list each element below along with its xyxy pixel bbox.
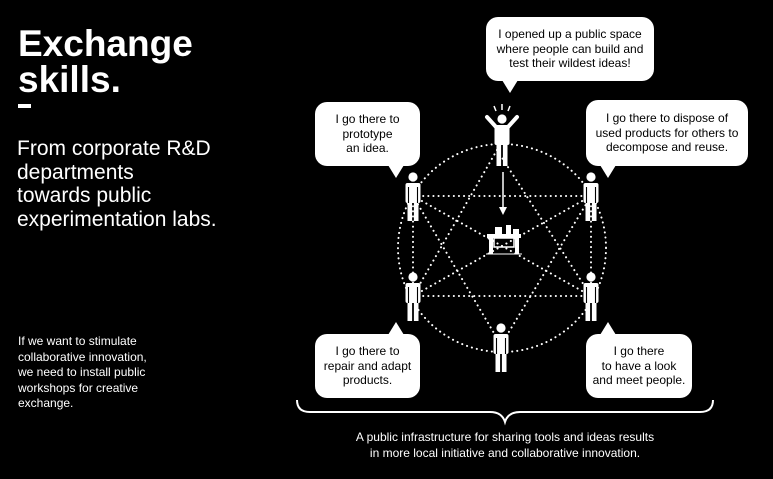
separator-dash xyxy=(18,104,31,108)
caption: A public infrastructure for sharing tool… xyxy=(300,430,710,461)
curly-brace-icon xyxy=(296,399,714,426)
bubble-text: prototype xyxy=(342,126,393,141)
bubble-text: test their wildest ideas! xyxy=(509,56,631,71)
person-icon xyxy=(582,272,600,322)
title-line-1: Exchange xyxy=(18,23,193,64)
bubble-text: products. xyxy=(342,373,393,388)
person-icon xyxy=(404,172,422,222)
body-line-1: If we want to stimulate xyxy=(18,334,137,348)
dotted-circle xyxy=(397,143,607,353)
bubble-text: I opened up a public space xyxy=(498,27,642,42)
bubble-text: I go there to xyxy=(335,344,400,359)
bubble-text: I go there to xyxy=(335,112,400,127)
bubble-text: I go there to dispose of xyxy=(605,111,729,126)
speech-bubble-top-right: I go there to dispose of used products f… xyxy=(586,100,748,178)
arrow-down-icon xyxy=(499,172,507,215)
caption-line-2: in more local initiative and collaborati… xyxy=(369,445,641,460)
subtitle-line-2: departments xyxy=(17,160,134,184)
person-icon xyxy=(404,272,422,322)
body-line-5: exchange. xyxy=(18,396,74,411)
bubble-text: and meet people. xyxy=(592,373,686,388)
body-line-2: collaborative innovation, xyxy=(18,349,147,364)
bubble-text: to have a look xyxy=(601,358,677,373)
person-icon xyxy=(492,323,510,373)
bubble-text: I go there xyxy=(613,344,665,359)
workbench-icon xyxy=(486,225,522,255)
person-icon xyxy=(582,172,600,222)
title-line-2: skills. xyxy=(18,59,121,100)
bubble-text: an idea. xyxy=(346,141,389,156)
speech-bubble-bottom-right: I go there to have a look and meet peopl… xyxy=(586,322,692,398)
subtitle-line-1: From corporate R&D xyxy=(17,137,211,160)
bubble-text: where people can build and xyxy=(496,41,644,56)
bubble-text: repair and adapt xyxy=(323,358,412,373)
subtitle-line-3: towards public xyxy=(17,184,152,207)
star-connections xyxy=(412,149,592,346)
hexagon-connections xyxy=(412,195,592,297)
speech-bubble-top: I opened up a public space where people … xyxy=(486,17,654,93)
subtitle: From corporate R&D departments towards p… xyxy=(17,137,277,231)
speech-bubble-bottom-left: I go there to repair and adapt products. xyxy=(315,322,420,398)
caption-line-1: A public infrastructure for sharing tool… xyxy=(355,430,655,444)
body-paragraph: If we want to stimulate collaborative in… xyxy=(18,334,218,412)
page-title: Exchange skills. xyxy=(18,23,258,100)
body-line-3: we need to install public xyxy=(18,365,146,380)
body-line-4: workshops for creative xyxy=(18,380,139,395)
bubble-text: used products for others to xyxy=(595,125,739,140)
subtitle-line-4: experimentation labs. xyxy=(17,207,217,231)
person-raised-arms-icon xyxy=(485,104,519,166)
speech-bubble-top-left: I go there to prototype an idea. xyxy=(315,102,420,178)
bubble-text: decompose and reuse. xyxy=(605,140,729,155)
